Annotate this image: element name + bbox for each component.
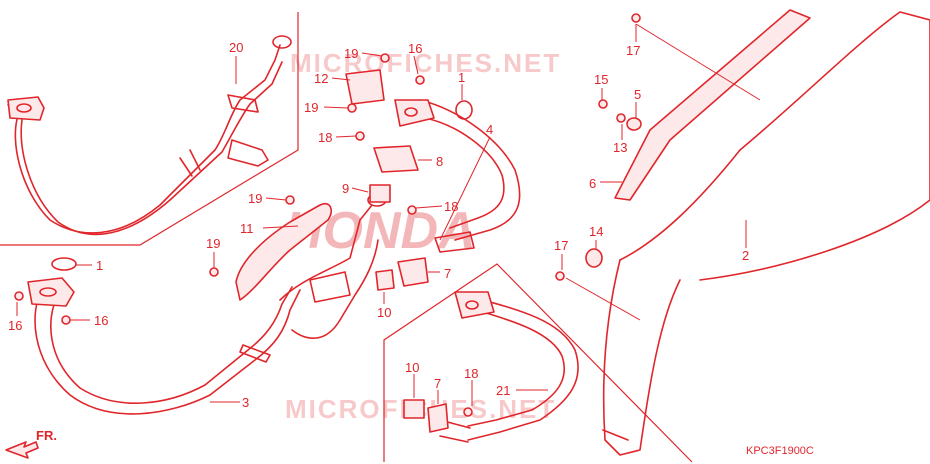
callout-9: 9	[342, 181, 349, 196]
inset-box-top-left	[0, 12, 299, 246]
direction-label: FR.	[36, 428, 57, 443]
band-7	[397, 257, 429, 287]
watermark-top: MICROFICHES.NET	[290, 48, 561, 78]
callout-16: 16	[94, 313, 108, 328]
callout-1: 1	[458, 70, 465, 85]
callout-6: 6	[589, 176, 596, 191]
callout-19: 19	[206, 236, 220, 251]
callout-16: 16	[408, 41, 422, 56]
callout-17: 17	[554, 238, 568, 253]
pipe-21	[439, 291, 579, 443]
exhaust-pipe-inset	[7, 35, 292, 236]
heat-shield	[235, 202, 332, 301]
muffler	[602, 11, 930, 456]
band-12	[345, 69, 385, 105]
callout-4: 4	[486, 122, 493, 137]
callout-12: 12	[314, 71, 328, 86]
band-7-inset	[427, 403, 449, 433]
callout-20: 20	[229, 40, 243, 55]
leader-lines	[16, 23, 761, 406]
callout-10: 10	[377, 305, 391, 320]
callout-3: 3	[242, 395, 249, 410]
callout-19: 19	[344, 46, 358, 61]
nut-5	[626, 117, 642, 131]
callout-17: 17	[626, 43, 640, 58]
collar-9	[369, 184, 391, 203]
callout-14: 14	[589, 224, 603, 239]
callout-7: 7	[434, 376, 441, 391]
callout-13: 13	[613, 140, 627, 155]
gasket-left	[51, 257, 77, 271]
gasket-top	[455, 100, 473, 120]
callout-5: 5	[634, 87, 641, 102]
collar-10	[375, 269, 395, 291]
callout-18: 18	[444, 199, 458, 214]
callout-18: 18	[464, 366, 478, 381]
callout-1: 1	[96, 258, 103, 273]
callout-18: 18	[318, 130, 332, 145]
callout-numbers: 20 19 16 12 1 19 18 8 4 9 19 11 18 19 7 …	[8, 40, 749, 410]
inset-box-bottom	[383, 263, 693, 463]
callout-7: 7	[444, 266, 451, 281]
front-direction-arrow: FR.	[5, 428, 57, 459]
callout-8: 8	[436, 154, 443, 169]
callout-21: 21	[496, 383, 510, 398]
diagram-code: KPC3F1900C	[746, 445, 814, 457]
exhaust-pipe-main	[27, 277, 301, 415]
rubber-14	[585, 248, 603, 268]
callout-10: 10	[405, 360, 419, 375]
callout-16: 16	[8, 318, 22, 333]
callout-19: 19	[304, 100, 318, 115]
pipe-4	[394, 99, 521, 253]
callout-11: 11	[240, 221, 254, 236]
collar-10-inset	[403, 399, 425, 419]
callout-2: 2	[742, 248, 749, 263]
muffler-protector	[614, 9, 811, 201]
band-8	[373, 145, 419, 173]
callout-15: 15	[594, 72, 608, 87]
callout-19: 19	[248, 191, 262, 206]
